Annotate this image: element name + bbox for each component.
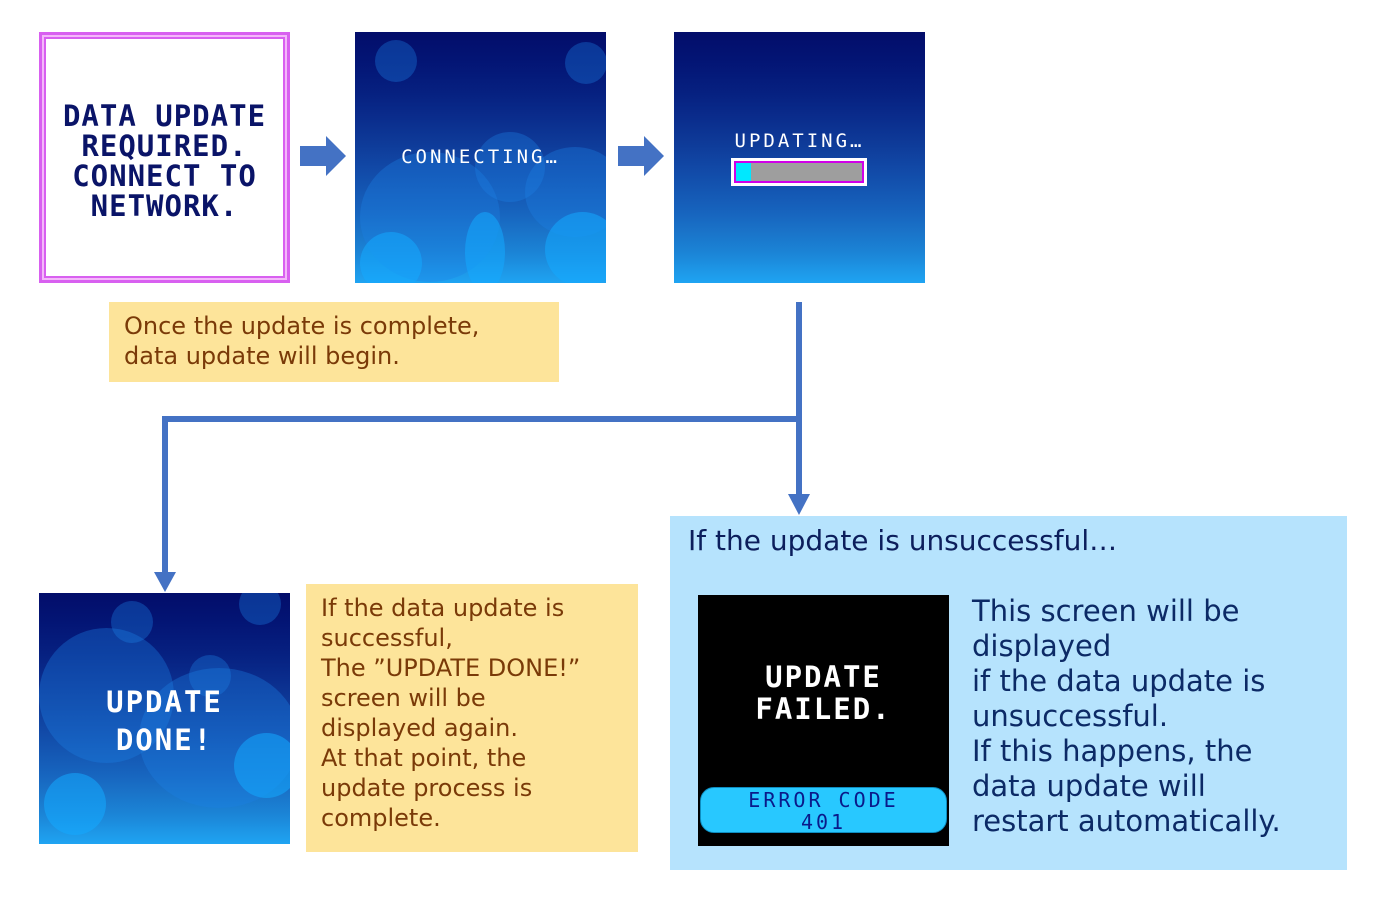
update-done-label: UPDATE DONE!: [106, 685, 223, 757]
error-code-label: ERROR CODE: [748, 788, 899, 812]
progress-fill: [736, 163, 752, 181]
note-update-begin: Once the update is complete, data update…: [109, 302, 559, 382]
bubble-decoration: [565, 42, 606, 84]
bubble-decoration: [475, 132, 545, 202]
update-failed-label: UPDATE FAILED.: [755, 660, 892, 726]
bubble-decoration: [111, 601, 153, 643]
down-arrow-icon: [154, 572, 176, 592]
screen-update-required: DATA UPDATE REQUIRED. CONNECT TO NETWORK…: [39, 32, 290, 283]
failure-description: This screen will be displayed if the dat…: [972, 594, 1281, 838]
screen-update-done: UPDATE DONE!: [39, 593, 290, 844]
bubble-decoration: [360, 232, 422, 283]
screen-updating: UPDATING…: [674, 32, 925, 283]
error-code-value: 401: [800, 810, 847, 834]
bubble-decoration: [39, 628, 174, 763]
update-required-message: DATA UPDATE REQUIRED. CONNECT TO NETWORK…: [62, 98, 267, 223]
screen-update-failed: UPDATE FAILED. ERROR CODE 401: [698, 595, 949, 846]
bubble-decoration: [234, 733, 290, 798]
updating-label: UPDATING…: [734, 130, 865, 152]
bubble-decoration: [545, 212, 606, 283]
connecting-label: CONNECTING…: [401, 146, 560, 168]
bubble-decoration: [375, 40, 417, 82]
down-arrow-icon: [788, 494, 810, 515]
bubble-decoration: [465, 212, 505, 283]
bubble-decoration: [189, 655, 231, 697]
failure-heading: If the update is unsuccessful…: [688, 524, 1118, 557]
bubble-decoration: [44, 773, 106, 835]
error-code-badge: ERROR CODE 401: [700, 787, 947, 833]
screen-connecting: CONNECTING…: [355, 32, 606, 283]
note-update-success: If the data update is successful, The ”U…: [306, 584, 638, 852]
bubble-decoration: [239, 593, 281, 625]
failure-panel: If the update is unsuccessful… UPDATE FA…: [670, 516, 1347, 870]
right-arrow-icon: [300, 136, 346, 176]
right-arrow-icon: [618, 136, 664, 176]
progress-bar: [731, 158, 867, 186]
progress-track: [734, 161, 864, 183]
